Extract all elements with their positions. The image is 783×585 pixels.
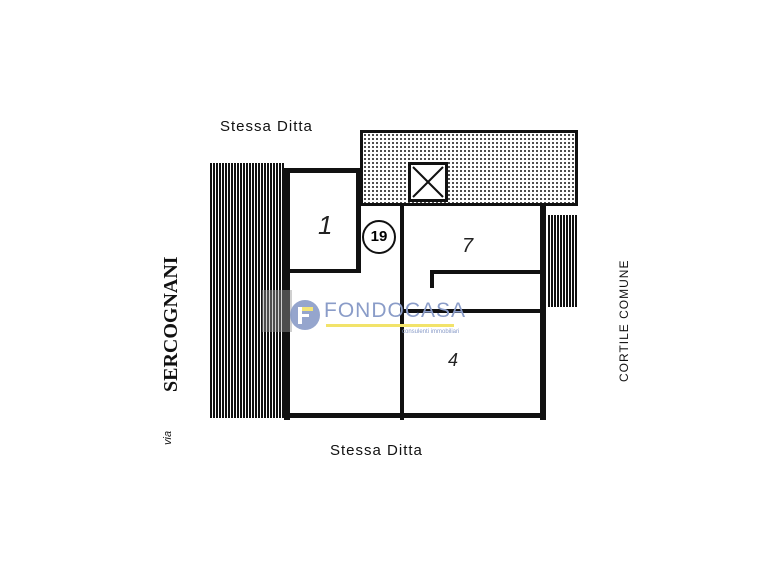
wall	[284, 168, 360, 173]
street-prefix: via	[162, 430, 174, 445]
watermark-tagline: consulenti immobiliari	[402, 329, 460, 335]
wall	[284, 170, 290, 420]
bottom-neighbor-label: Stessa Ditta	[330, 442, 423, 459]
room-label: 1	[318, 210, 333, 240]
wall	[430, 270, 545, 274]
wall	[402, 309, 545, 313]
courtyard-balcony	[548, 215, 578, 307]
wall	[356, 170, 361, 273]
top-neighbor-label: Stessa Ditta	[220, 118, 313, 135]
courtyard-label: CORTILE COMUNE	[617, 259, 631, 382]
watermark-brand: FONDOCASA	[324, 299, 467, 322]
wall	[540, 205, 546, 420]
room-label: 4	[448, 350, 459, 370]
unit-number-badge: 19	[362, 220, 396, 254]
watermark-underline	[326, 324, 454, 327]
fondocasa-logo-icon	[290, 300, 320, 330]
wall	[430, 270, 434, 288]
watermark-backdrop	[262, 290, 292, 332]
elevator-shaft	[408, 162, 448, 202]
room-label: 7	[462, 235, 474, 257]
stairwell	[360, 130, 578, 206]
street-name: SERCOGNANI	[160, 256, 182, 392]
wall	[284, 413, 546, 418]
wall	[288, 269, 360, 273]
street-balcony	[210, 163, 285, 418]
